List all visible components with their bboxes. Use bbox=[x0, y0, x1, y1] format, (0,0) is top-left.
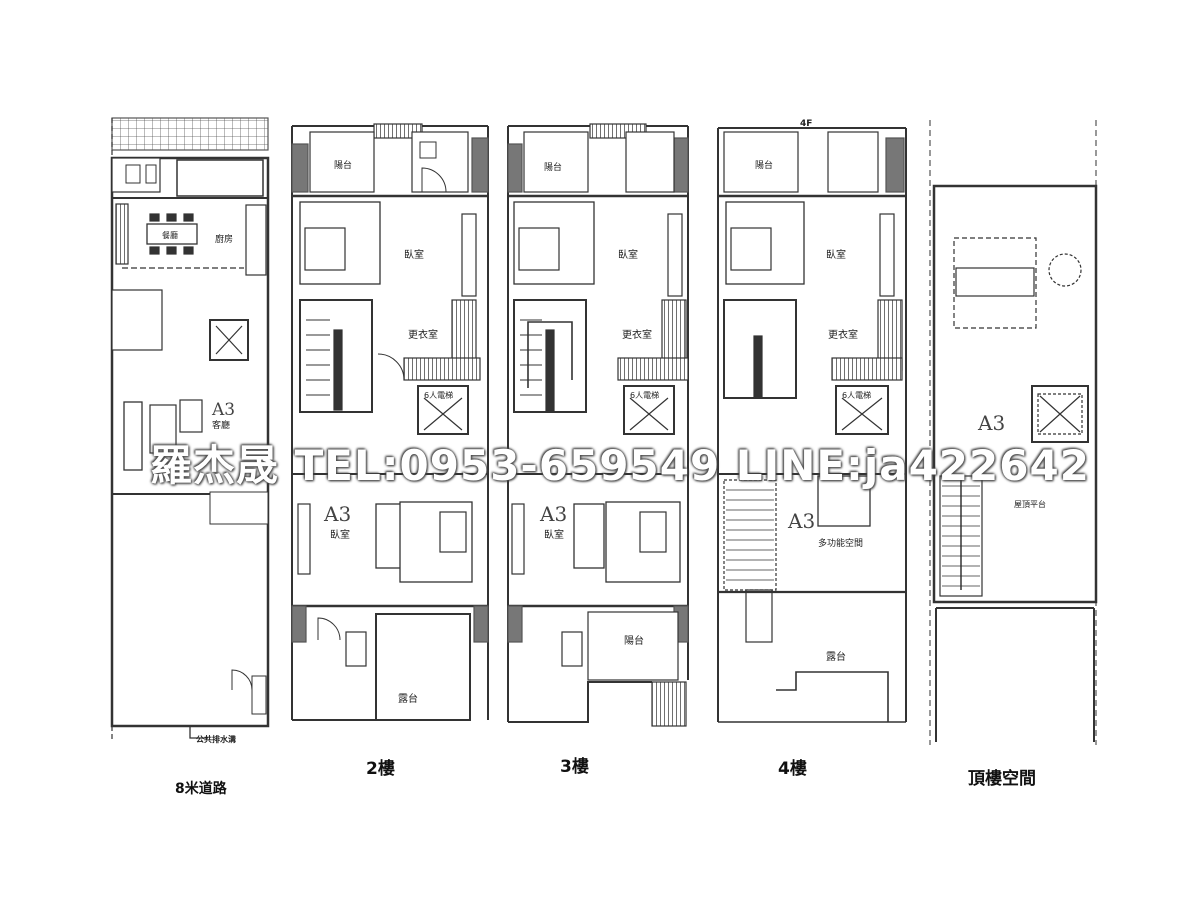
f3-bedroom-top-label: 臥室 bbox=[618, 248, 638, 261]
f2-elevator-label: 6人電梯 bbox=[424, 390, 453, 400]
f2-terrace-label: 露台 bbox=[398, 692, 418, 705]
floor-2-plan bbox=[291, 123, 489, 721]
roof-plan bbox=[929, 120, 1098, 745]
f2-unit-label: A3 bbox=[323, 502, 351, 526]
f3-balcony-bottom-label: 陽台 bbox=[624, 634, 644, 647]
f2-closet-label: 更衣室 bbox=[408, 328, 438, 341]
f3-balcony-top-label: 陽台 bbox=[544, 161, 562, 173]
ground-unit-label: A3 bbox=[211, 400, 235, 420]
f3-closet-label: 更衣室 bbox=[622, 328, 652, 341]
roof-unit-label: A3 bbox=[977, 411, 1005, 435]
f3-unit-label: A3 bbox=[539, 502, 567, 526]
f4-floor-mark: 4F bbox=[800, 119, 812, 129]
floor-3-caption: 3樓 bbox=[560, 757, 589, 777]
floor-4-plan bbox=[717, 127, 907, 723]
f4-unit-label: A3 bbox=[787, 509, 815, 533]
contact-watermark: 羅杰晟 TEL:0953-659549 LINE:ja422642 bbox=[150, 441, 1090, 490]
f4-balcony-top-label: 陽台 bbox=[755, 159, 773, 171]
f4-multi-label: 多功能空間 bbox=[818, 537, 863, 549]
ground-floor-caption: 8米道路 bbox=[175, 781, 227, 797]
ground-kitchen-label: 廚房 bbox=[215, 233, 233, 245]
ground-floor-plan bbox=[110, 117, 270, 742]
f4-elevator-label: 6人電梯 bbox=[842, 390, 871, 400]
ground-drain-label: 公共排水溝 bbox=[196, 734, 236, 744]
f2-bedroom-bottom-label: 臥室 bbox=[330, 528, 350, 541]
roof-platform-label: 屋頂平台 bbox=[1014, 499, 1046, 509]
roof-caption: 頂樓空間 bbox=[968, 769, 1036, 789]
floor-2-caption: 2樓 bbox=[366, 759, 395, 779]
floor-3-plan bbox=[507, 123, 689, 727]
f2-bedroom-top-label: 臥室 bbox=[404, 248, 424, 261]
f3-elevator-label: 6人電梯 bbox=[630, 390, 659, 400]
f4-bedroom-top-label: 臥室 bbox=[826, 248, 846, 261]
ground-living-label: 客廳 bbox=[212, 419, 230, 431]
f4-closet-label: 更衣室 bbox=[828, 328, 858, 341]
ground-dining-label: 餐廳 bbox=[162, 230, 178, 240]
f2-balcony-top-label: 陽台 bbox=[334, 159, 352, 171]
f3-bedroom-bottom-label: 臥室 bbox=[544, 528, 564, 541]
f4-terrace-label: 露台 bbox=[826, 650, 846, 663]
floor-4-caption: 4樓 bbox=[778, 759, 807, 779]
